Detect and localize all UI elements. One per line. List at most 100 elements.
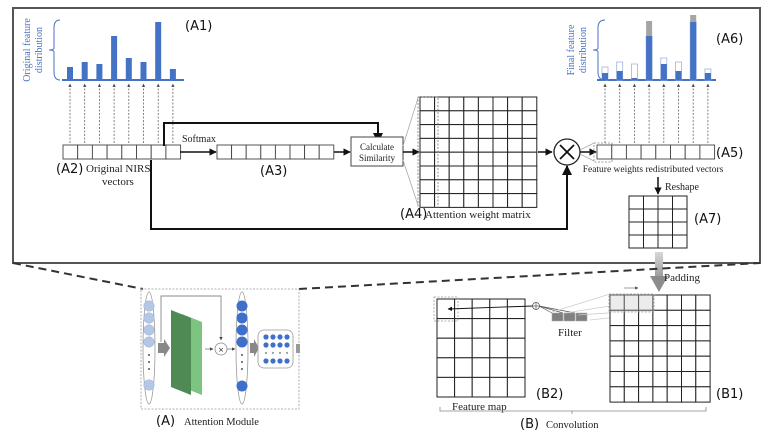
a3-cell — [260, 144, 276, 160]
b1-cell — [666, 309, 683, 327]
b2-cell — [454, 318, 473, 339]
filter-guide-2 — [564, 305, 611, 314]
a4-cell — [521, 179, 538, 195]
a4-cell — [419, 151, 436, 167]
output-node — [236, 336, 248, 348]
a4-cell — [492, 137, 509, 153]
b1-cell — [652, 371, 668, 388]
a6-bar — [616, 71, 623, 80]
b2-cell — [471, 376, 491, 398]
similarity-label: Similarity — [359, 153, 396, 163]
original-distribution-label-1: Original feature — [22, 18, 33, 82]
residual-arrow — [150, 160, 572, 230]
b1-cell — [638, 340, 654, 357]
a7-cell — [628, 221, 644, 236]
filter-label: Filter — [558, 327, 582, 339]
a6-bar — [646, 36, 653, 80]
a2-cell — [165, 144, 182, 160]
final-feature-chart — [597, 15, 716, 143]
b1-cell — [666, 371, 683, 388]
a4-cell — [477, 179, 494, 195]
label-a2: (A2) — [56, 162, 83, 177]
grid-node — [284, 334, 290, 340]
a7-cell — [643, 234, 659, 249]
b1-cell — [666, 355, 683, 373]
original-nirs-vector — [62, 144, 182, 160]
original-feature-chart — [62, 22, 184, 143]
grid-ellipsis-dot — [286, 352, 288, 354]
b1-cell — [609, 325, 625, 342]
a4-cell — [477, 96, 494, 112]
a4-cell — [492, 96, 509, 112]
a5-cell — [596, 144, 613, 160]
filter-cell — [563, 312, 576, 322]
b1-cell — [623, 386, 640, 403]
grid-node — [270, 334, 276, 340]
b1-cell — [609, 371, 625, 388]
output-ellipsis-dot — [241, 361, 243, 363]
a4-cell — [521, 151, 538, 167]
filter-cell — [551, 312, 564, 322]
label-a3: (A3) — [260, 164, 287, 179]
softmax-vector — [216, 144, 335, 160]
softmax-label: Softmax — [182, 134, 216, 145]
grid-ellipsis-dot — [265, 352, 267, 354]
label-b2: (B2) — [536, 387, 563, 402]
b2-cell — [436, 318, 456, 339]
a4-cell — [434, 151, 450, 167]
b1-cell — [681, 340, 697, 357]
b2-cell — [489, 318, 508, 339]
a7-cell — [643, 221, 659, 236]
b1-cell — [652, 340, 668, 357]
b1-cell — [638, 325, 654, 342]
a4-cell — [477, 193, 494, 208]
a4-cell — [477, 151, 494, 167]
b2-cell — [471, 318, 491, 339]
input-node — [143, 336, 155, 348]
a5-cell — [655, 144, 671, 160]
a1-bar — [81, 62, 88, 80]
receptive-field-highlight — [608, 293, 655, 313]
b1-cell — [638, 309, 654, 327]
a4-cell — [448, 96, 465, 112]
grid-node — [284, 342, 290, 348]
redistributed-vector — [596, 144, 716, 160]
a4-cell — [434, 96, 450, 112]
a4-cell — [448, 179, 465, 195]
original-distribution-brace — [48, 19, 61, 81]
a4-cell — [507, 151, 523, 167]
b1-cell — [695, 355, 711, 373]
a4-cell — [521, 193, 538, 208]
output-ellipsis-dot — [241, 368, 243, 370]
grid-node — [277, 334, 283, 340]
a1-bar — [140, 62, 147, 80]
a7-cell — [672, 208, 688, 223]
a4-cell — [521, 137, 538, 153]
filter-line-3 — [538, 305, 576, 314]
a2-cell — [136, 144, 152, 160]
calculate-similarity-box — [350, 136, 404, 167]
a6-increase-bar — [690, 15, 697, 22]
b1-cell — [652, 325, 668, 342]
a1-bar — [169, 69, 176, 80]
zoom-guide-bottom — [402, 159, 419, 206]
label-a4: (A4) — [400, 207, 427, 222]
input-node — [143, 324, 155, 336]
padded-input-grid — [609, 294, 711, 403]
label-a5: (A5) — [716, 146, 743, 161]
a2-cell — [62, 144, 79, 160]
b1-cell — [666, 386, 683, 403]
input-ellipsis-dot — [148, 361, 150, 363]
b2-cell — [506, 376, 526, 398]
a7-cell — [657, 195, 673, 210]
b1-cell — [623, 309, 640, 327]
a7-cell — [672, 234, 688, 249]
a4-cell — [492, 110, 509, 126]
grid-ellipsis-dot — [279, 352, 281, 354]
reshaped-matrix — [628, 195, 688, 249]
a5-cell — [670, 144, 686, 160]
original-nirs-label-2: vectors — [102, 176, 134, 188]
a4-cell — [434, 179, 450, 195]
b2-cell — [454, 337, 473, 359]
b1-cell — [623, 371, 640, 388]
